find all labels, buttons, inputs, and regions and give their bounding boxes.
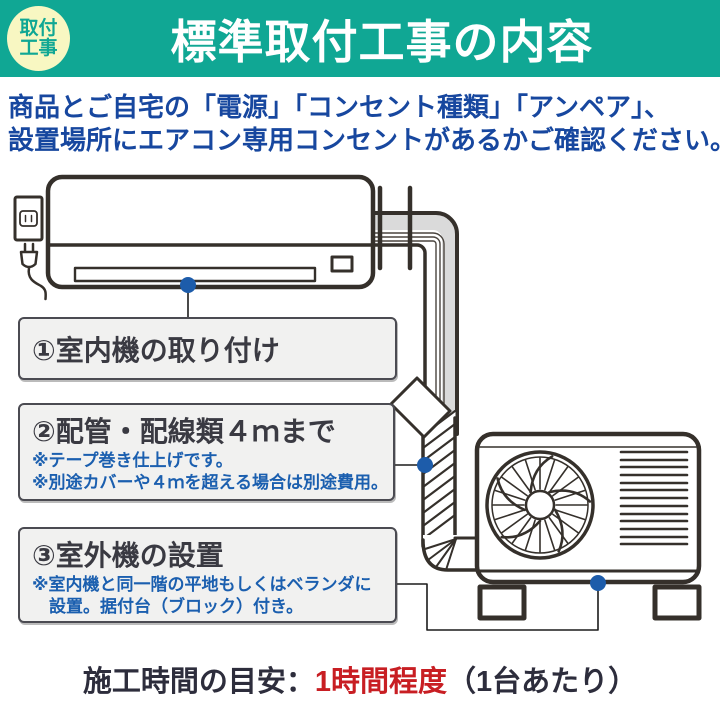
step-3-title: ③室外機の設置 — [32, 540, 224, 571]
callout-line-outdoor — [396, 583, 599, 631]
outdoor-unit-drawing — [474, 431, 702, 621]
callout-dot-indoor — [180, 277, 196, 293]
outdoor-foot-right — [652, 584, 702, 621]
intro-text: 商品とご自宅の「電源」「コンセント種類」「アンペア」、 設置場所にエアコン専用コ… — [8, 91, 720, 157]
step-3-note-1: ※室内機と同一階の平地もしくはベランダに — [32, 575, 372, 594]
fan-drawing — [485, 450, 595, 560]
page-title: 標準取付工事の内容 — [170, 15, 594, 68]
step-box-piping: ②配管・配線類４ｍまで ※テープ巻き仕上げです。 ※別途カバーや４ｍを超える場合… — [18, 403, 395, 501]
outdoor-foot-left — [477, 584, 527, 621]
step-2-note-1: ※テープ巻き仕上げです。 — [32, 451, 233, 470]
wall-lines — [377, 185, 413, 271]
pipe-elbow-drawing — [421, 535, 482, 572]
intro-line-1: 商品とご自宅の「電源」「コンセント種類」「アンペア」、 — [8, 92, 670, 122]
step-3-note-2: 設置。据付台（ブロック）付き。 — [49, 597, 304, 616]
badge-line-2: 工事 — [19, 37, 58, 59]
callout-dot-outdoor — [590, 575, 606, 591]
callout-dots — [180, 277, 606, 591]
badge-line-1: 取付 — [19, 17, 58, 39]
step-box-indoor-unit: ①室内機の取り付け — [18, 317, 397, 380]
callout-dot-pipe — [417, 457, 433, 473]
work-time-caption: 施工時間の目安：1時間程度（1台あたり） — [0, 658, 720, 700]
installation-work-badge: 取付 工事 — [7, 6, 70, 71]
power-plug-icon — [19, 242, 47, 301]
power-outlet-icon — [13, 195, 44, 242]
step-box-outdoor-unit: ③室外機の設置 ※室内機と同一階の平地もしくはベランダに 設置。据付台（ブロック… — [18, 527, 397, 623]
vent-grille-lines — [619, 450, 689, 546]
indoor-unit-drawing — [45, 174, 376, 290]
work-time-prefix: 施工時間の目安： — [82, 666, 315, 698]
taped-pipe-drawing — [389, 376, 457, 548]
step-1-title: ①室内機の取り付け — [32, 334, 280, 366]
intro-line-2: 設置場所にエアコン専用コンセントがあるかご確認ください。 — [8, 125, 720, 155]
header-banner: 標準取付工事の内容 — [0, 0, 720, 77]
step-2-note-2: ※別途カバーや４ｍを超える場合は別途費用。 — [32, 473, 389, 492]
work-time-suffix: （1台あたり） — [447, 666, 638, 698]
work-time-highlight: 1時間程度 — [314, 666, 447, 698]
step-2-title: ②配管・配線類４ｍまで — [32, 416, 336, 447]
